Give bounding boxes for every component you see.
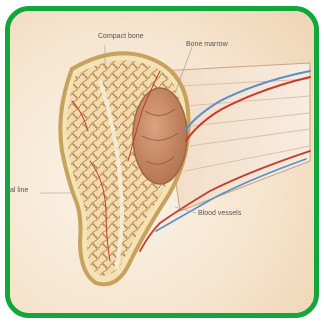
label-line: al line (10, 187, 28, 194)
bone-marrow (133, 88, 187, 184)
label-bone-marrow: Bone marrow (186, 41, 228, 48)
image-frame[interactable]: Compact bone Bone marrow al line Blood v… (5, 6, 319, 318)
bone-illustration (10, 11, 314, 313)
label-blood-vessels: Blood vessels (198, 210, 241, 217)
label-compact-bone: Compact bone (98, 33, 144, 40)
